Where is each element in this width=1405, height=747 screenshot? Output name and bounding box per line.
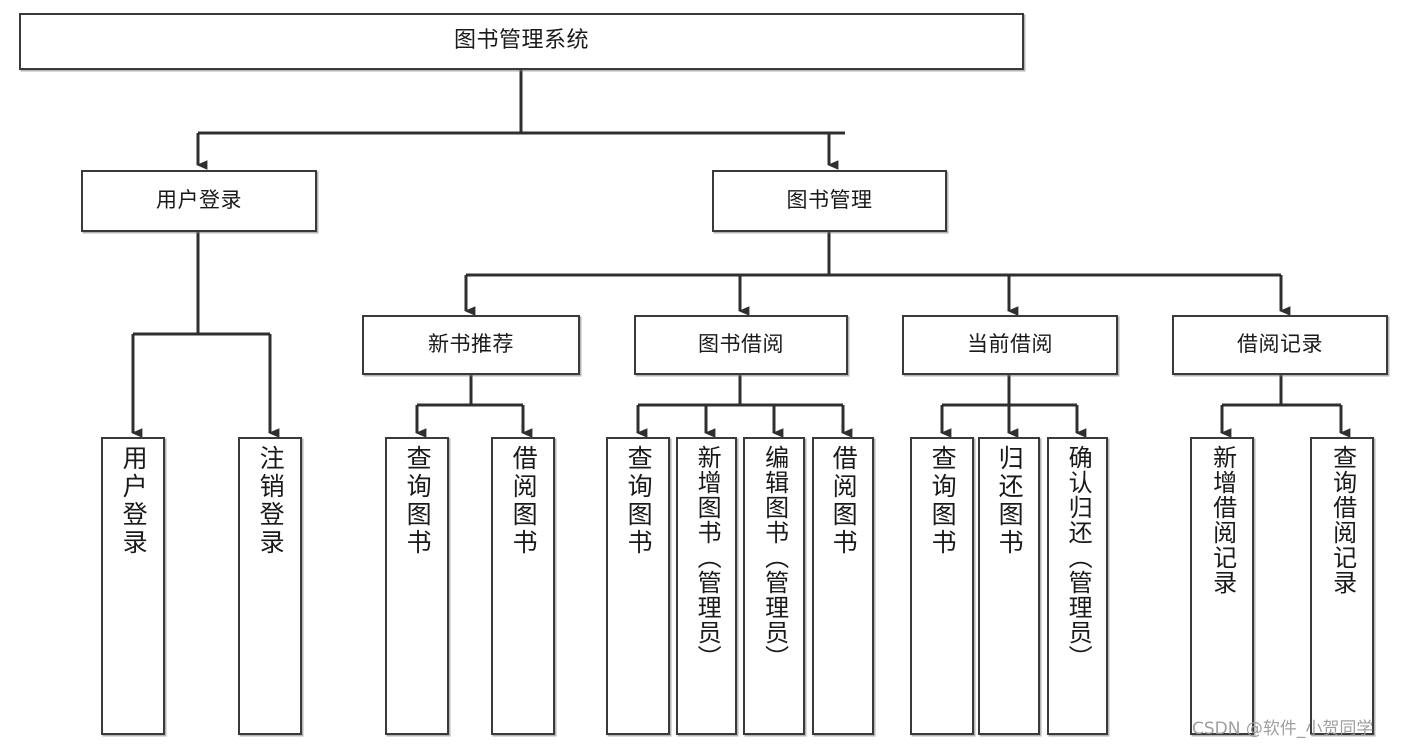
node-book-borrow[interactable]: 图书借阅 <box>634 315 848 375</box>
leaf-borrow-record-query[interactable]: 查询借阅记录 <box>1310 437 1374 735</box>
node-book-management[interactable]: 图书管理 <box>712 170 947 232</box>
node-label: 新增借阅记录 <box>1208 445 1237 595</box>
leaf-user-login-login[interactable]: 用户登录 <box>101 437 165 735</box>
leaf-new-book-borrow[interactable]: 借阅图书 <box>491 437 555 735</box>
connector-group-book-manage <box>464 232 1291 316</box>
node-label: 查询借阅记录 <box>1328 445 1357 595</box>
csdn-watermark: CSDN @软件_小贺同学 <box>1192 719 1374 739</box>
node-label: 查询图书 <box>403 445 433 557</box>
node-user-login[interactable]: 用户登录 <box>81 170 317 232</box>
connector-group-borrow-record <box>1220 375 1351 438</box>
node-label: 图书管理系统 <box>453 28 589 54</box>
node-label: 注销登录 <box>256 445 286 557</box>
node-new-book-recommend[interactable]: 新书推荐 <box>362 315 580 375</box>
connector-group-root <box>196 70 845 170</box>
node-label: 编辑图书（管理员） <box>760 445 789 670</box>
leaf-user-login-logout[interactable]: 注销登录 <box>238 437 302 735</box>
node-label: 借阅图书 <box>509 445 539 557</box>
connector-group-user-login <box>131 232 280 438</box>
connector-group-new-book <box>415 375 533 438</box>
leaf-current-borrow-query[interactable]: 查询图书 <box>910 437 974 735</box>
node-current-borrow[interactable]: 当前借阅 <box>902 315 1118 375</box>
leaf-book-borrow-query[interactable]: 查询图书 <box>606 437 670 735</box>
leaf-current-borrow-confirm-return[interactable]: 确认归还（管理员） <box>1047 437 1108 735</box>
leaf-borrow-record-add[interactable]: 新增借阅记录 <box>1190 437 1254 735</box>
node-label: 新增图书（管理员） <box>693 445 722 670</box>
node-label: 用户登录 <box>156 188 242 213</box>
node-label: 新书推荐 <box>428 332 514 357</box>
connector-group-current-borrow <box>940 375 1087 438</box>
leaf-current-borrow-return[interactable]: 归还图书 <box>978 437 1040 735</box>
node-label: 查询图书 <box>624 445 654 557</box>
node-label: 确认归还（管理员） <box>1064 445 1093 670</box>
node-borrow-record[interactable]: 借阅记录 <box>1172 315 1388 375</box>
leaf-book-borrow-edit[interactable]: 编辑图书（管理员） <box>743 437 805 735</box>
leaf-new-book-query[interactable]: 查询图书 <box>385 437 449 735</box>
node-label: 归还图书 <box>995 445 1025 557</box>
node-label: 借阅记录 <box>1237 332 1323 357</box>
node-label: 当前借阅 <box>967 332 1053 357</box>
leaf-book-borrow-add[interactable]: 新增图书（管理员） <box>676 437 737 735</box>
node-label: 查询图书 <box>928 445 958 557</box>
node-label: 用户登录 <box>119 445 149 557</box>
leaf-book-borrow-borrow[interactable]: 借阅图书 <box>812 437 874 735</box>
node-label: 图书管理 <box>786 188 873 213</box>
connector-group-book-borrow <box>636 375 853 438</box>
node-label: 借阅图书 <box>829 445 859 557</box>
node-root-system[interactable]: 图书管理系统 <box>19 13 1024 70</box>
node-label: 图书借阅 <box>698 332 784 357</box>
